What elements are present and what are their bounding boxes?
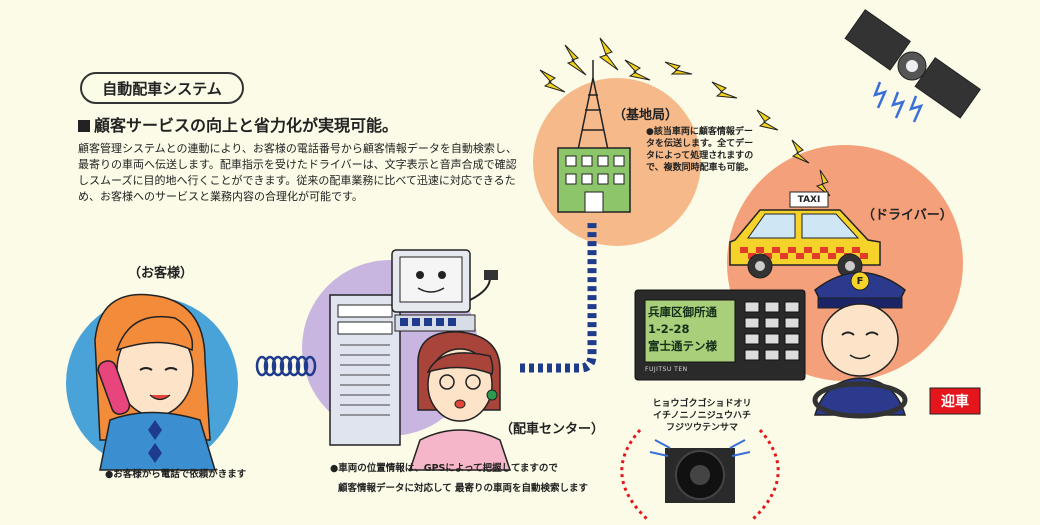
terminal-screen: 兵庫区御所通 1-2-28 富士通テン様	[648, 304, 734, 355]
dispatch-center-label: （配車センター）	[500, 422, 605, 437]
satellite	[844, 9, 981, 123]
system-title: 自動配車システム	[80, 72, 244, 104]
car-terminal	[634, 289, 806, 381]
customer-illustration	[94, 293, 217, 471]
dispatch-center-note-2: 顧客情報データに対応して 最寄りの車両を自動検索します	[338, 483, 589, 494]
driver-label: （ドライバー）	[862, 208, 953, 223]
speaker-readout: ヒョウゴクゴショドオリ イチノニノニジュウハチ フジツウテンサマ	[652, 398, 752, 434]
base-station-label: （基地局）	[613, 108, 679, 123]
dispatch-center-note-1: ●車両の位置情報は、GPSによって把握してますので	[330, 463, 558, 474]
pickup-badge-text: 迎車	[941, 394, 969, 410]
headline: 顧客サービスの向上と省力化が実現可能。	[78, 112, 398, 136]
taxi-illustration	[729, 191, 881, 279]
data-cable	[520, 220, 597, 373]
terminal-line-2: 1-2-28	[648, 322, 690, 336]
monitor-character	[391, 249, 498, 332]
headline-text: 顧客サービスの向上と省力化が実現可能。	[94, 116, 399, 135]
signal-bolts	[539, 37, 831, 197]
bullet-square-icon	[78, 120, 90, 132]
customer-label: （お客様）	[128, 266, 194, 281]
radio-tower	[577, 60, 609, 151]
description: 顧客管理システムとの連動により、お客様の電話番号から顧客情報データを自動検索し、…	[78, 142, 517, 203]
terminal-brand: FUJITSU TEN	[645, 366, 688, 373]
terminal-line-1: 兵庫区御所通	[648, 305, 717, 319]
server-rack	[329, 294, 401, 446]
cap-badge-letter: F	[856, 275, 864, 287]
base-station-building	[557, 147, 631, 213]
pickup-badge	[929, 387, 981, 415]
speaker-line-1: ヒョウゴクゴショドオリ	[652, 399, 752, 409]
speaker-line-2: イチノニノニジュウハチ	[652, 411, 752, 421]
phone-line-coil	[255, 355, 317, 377]
taxi-sign: TAXI	[797, 194, 821, 205]
speaker	[620, 429, 780, 522]
terminal-line-3: 富士通テン様	[648, 339, 717, 353]
speaker-line-3: フジツウテンサマ	[665, 423, 738, 433]
operator-illustration	[408, 331, 512, 471]
base-station-note: ●該当車両に顧客情報データを伝送します。全てデータによって処理されますので、複数…	[646, 127, 754, 173]
driver-illustration	[812, 271, 908, 419]
customer-note: ●お客様から電話で依頼がきます	[105, 469, 247, 480]
